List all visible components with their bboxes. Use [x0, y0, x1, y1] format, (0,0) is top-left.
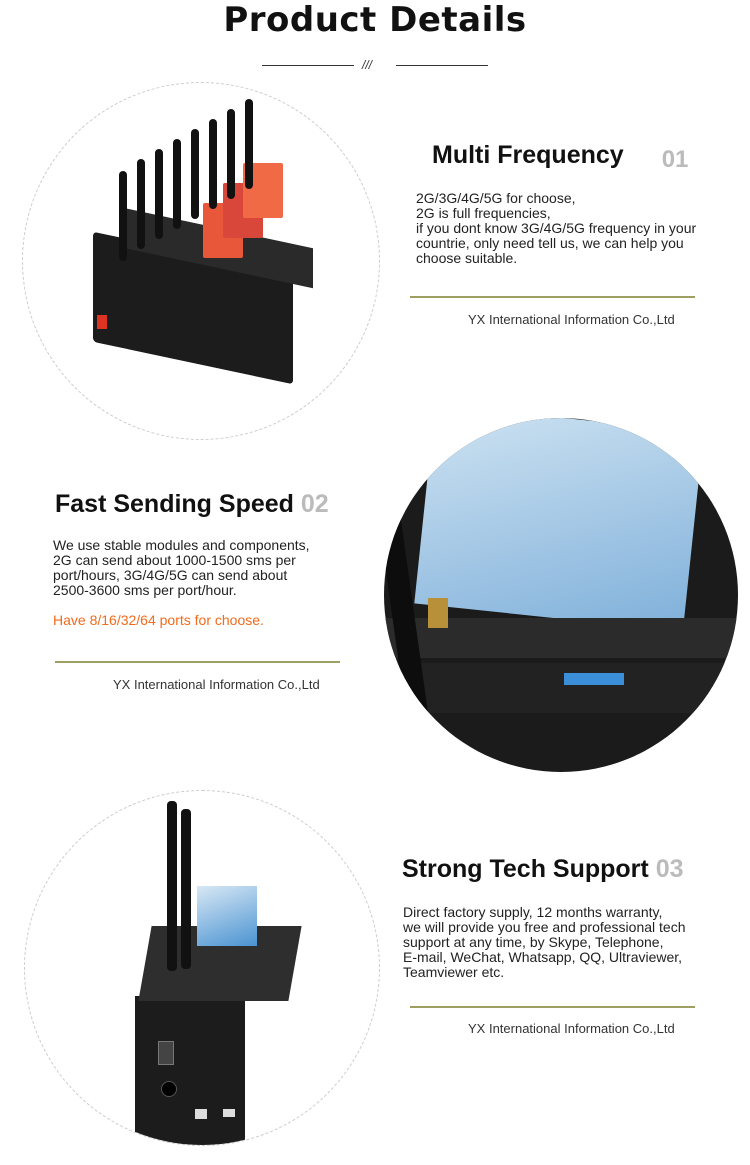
section-title-text: Multi Frequency — [432, 141, 624, 169]
section-title-text: Fast Sending Speed — [55, 490, 294, 518]
ports-highlight: Have 8/16/32/64 ports for choose. — [53, 612, 264, 628]
section-title-multi-frequency: Multi Frequency 01 — [432, 141, 689, 173]
usb-port — [195, 1109, 207, 1119]
usb-out-port — [223, 1109, 235, 1117]
section-description: 2G/3G/4G/5G for choose, 2G is full frequ… — [416, 190, 697, 266]
antenna — [155, 149, 163, 239]
section-number: 03 — [655, 855, 684, 883]
antenna — [191, 129, 199, 219]
section-description: We use stable modules and components, 2G… — [53, 537, 310, 598]
divider-right — [396, 65, 488, 66]
antenna — [181, 809, 191, 969]
accent-divider — [410, 296, 695, 298]
page-title: Product Details — [223, 0, 527, 40]
antenna — [119, 171, 127, 261]
section-title-strong-tech-support: Strong Tech Support 03 — [402, 855, 684, 884]
product-image-8port-modem — [22, 82, 380, 440]
power-port — [161, 1081, 177, 1097]
antenna — [173, 139, 181, 229]
section-title-fast-sending-speed: Fast Sending Speed 02 — [55, 490, 329, 519]
product-image-sim-slot-closeup — [384, 418, 738, 772]
antenna — [137, 159, 145, 249]
modem-body — [135, 996, 245, 1145]
antenna — [209, 119, 217, 209]
section-title-text: Strong Tech Support — [402, 855, 649, 883]
divider-mark: /// — [362, 58, 373, 72]
accent-divider — [55, 661, 340, 663]
accent-divider — [410, 1006, 695, 1008]
power-switch — [158, 1041, 174, 1065]
antenna-connector — [428, 598, 448, 628]
section-description: Direct factory supply, 12 months warrant… — [403, 904, 686, 980]
company-name: YX International Information Co.,Ltd — [468, 1021, 675, 1036]
antenna — [227, 109, 235, 199]
product-image-16port-modem — [24, 790, 380, 1146]
sim-card — [197, 886, 257, 946]
company-name: YX International Information Co.,Ltd — [113, 677, 320, 692]
section-number: 02 — [300, 490, 329, 518]
slot-panel — [384, 663, 738, 713]
antenna — [167, 801, 177, 971]
sim-card-edge — [564, 673, 624, 685]
sim-card-closeup — [414, 418, 704, 632]
divider-left — [262, 65, 354, 66]
section-number: 01 — [661, 146, 689, 173]
company-name: YX International Information Co.,Ltd — [468, 312, 675, 327]
antenna — [245, 99, 253, 189]
power-switch — [97, 315, 107, 329]
